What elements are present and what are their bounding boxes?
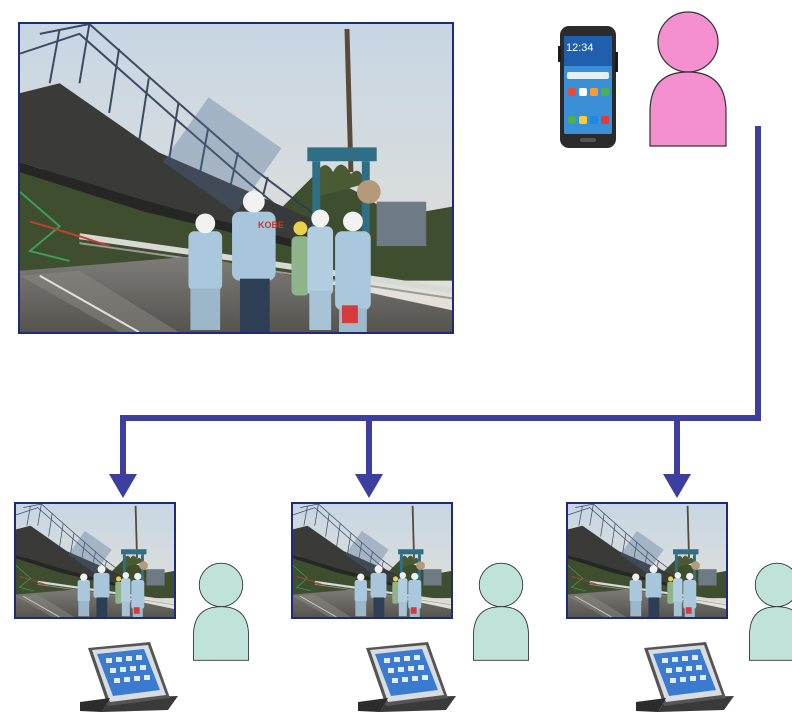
- tablet-icon: [358, 640, 458, 712]
- phone-clock: 12:34: [566, 42, 594, 54]
- receiver-photo: [291, 502, 453, 619]
- main-photo: KOBE: [18, 22, 454, 334]
- receiver-person-icon: [748, 558, 792, 664]
- tablet-icon: [80, 640, 180, 712]
- receiver-photo: [566, 502, 728, 619]
- receiver-person-icon: [472, 558, 530, 664]
- tablet-icon: [636, 640, 736, 712]
- receiver-photo: [14, 502, 176, 619]
- receiver-person-icon: [192, 558, 250, 664]
- smartphone-icon: 12:34: [558, 26, 618, 148]
- vest-label: KOBE: [258, 220, 285, 230]
